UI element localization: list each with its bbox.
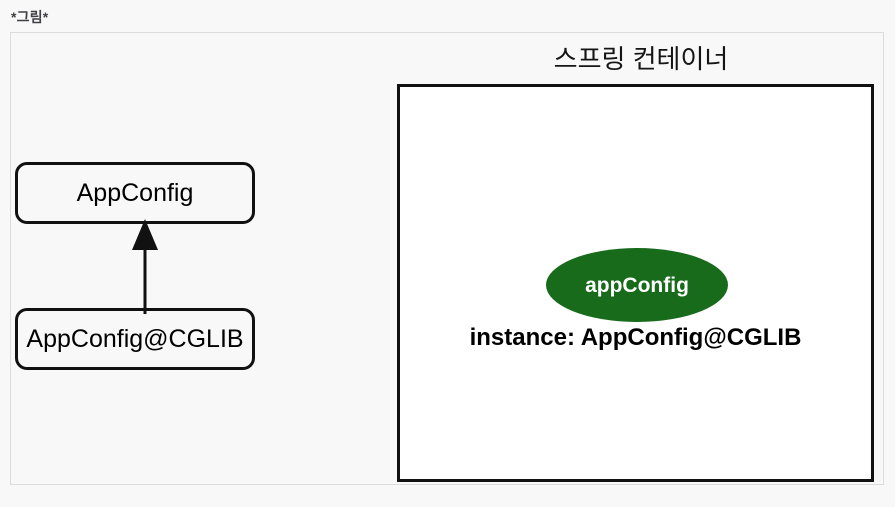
class-box-appconfig-cglib: AppConfig@CGLIB — [15, 308, 255, 370]
spring-container-box: appConfig instance: AppConfig@CGLIB — [397, 84, 874, 482]
spring-container-title: 스프링 컨테이너 — [397, 39, 885, 79]
class-box-appconfig-cglib-label: AppConfig@CGLIB — [26, 327, 243, 352]
inheritance-arrow-icon — [119, 218, 171, 314]
class-box-appconfig: AppConfig — [15, 162, 255, 224]
bean-node-appconfig: appConfig — [546, 248, 728, 322]
bean-instance-label: instance: AppConfig@CGLIB — [400, 323, 871, 353]
figure-panel: AppConfig AppConfig@CGLIB 스프링 컨테이너 appCo… — [10, 32, 884, 485]
figure-caption: *그림* — [11, 8, 48, 26]
bean-node-appconfig-label: appConfig — [585, 275, 689, 296]
class-box-appconfig-label: AppConfig — [77, 181, 194, 206]
